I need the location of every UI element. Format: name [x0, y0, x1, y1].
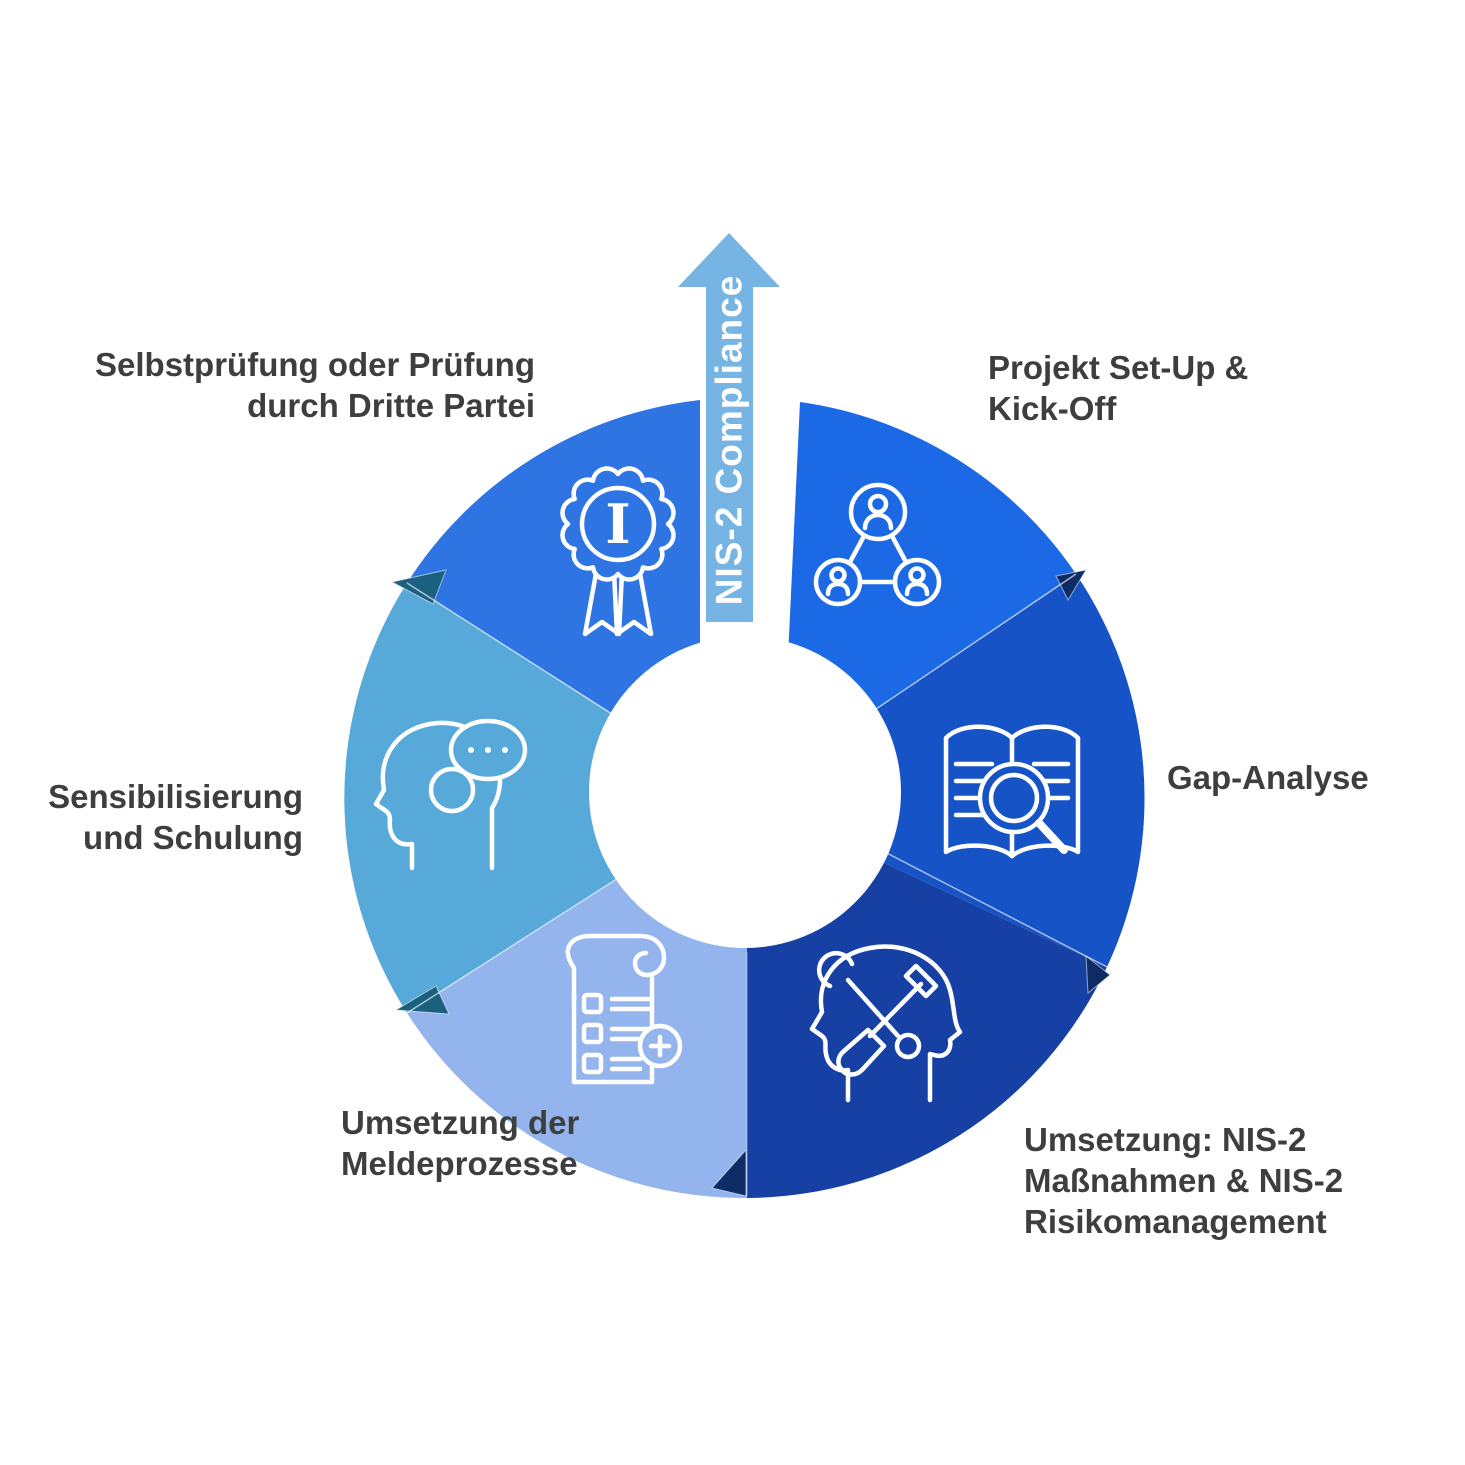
people-network-icon [813, 482, 942, 607]
fold-triangle-sensib-melde [394, 985, 450, 1015]
compliance-arrow: NIS-2 Compliance [678, 233, 780, 622]
scroll-checklist-icon [565, 933, 683, 1085]
donut-center-hole [589, 636, 901, 948]
label-selbstpruefung-line2: durch Dritte Partei [247, 387, 535, 424]
label-umsetzung-massnahmen: Umsetzung: NIS-2 Maßnahmen & NIS-2 Risik… [1024, 1119, 1343, 1242]
head-tools-icon [809, 944, 963, 1103]
label-umsetzung-line1: Umsetzung: NIS-2 [1024, 1121, 1307, 1158]
segment-sensibilisierung [344, 583, 660, 1013]
fold-triangle-melde-umsetzung [711, 1148, 747, 1197]
label-projekt-setup: Projekt Set-Up & Kick-Off [988, 347, 1248, 429]
label-meldeprozesse: Umsetzung der Meldeprozesse [341, 1102, 579, 1184]
label-sensib-line2: und Schulung [83, 819, 303, 856]
award-badge-icon: I [560, 466, 676, 637]
label-umsetzung-line3: Risikomanagement [1024, 1203, 1327, 1240]
fold-triangle-gap-umsetzung [1085, 954, 1111, 995]
label-melde-line1: Umsetzung der [341, 1104, 580, 1141]
segment-meldeprozesse [407, 700, 747, 1199]
label-selbstpruefung: Selbstprüfung oder Prüfung durch Dritte … [95, 344, 535, 426]
segment-gap-analyse [827, 574, 1145, 967]
award-badge-letter: I [605, 492, 630, 556]
segment-projekt-setup [786, 402, 1076, 742]
compliance-arrow-label: NIS-2 Compliance [709, 275, 750, 606]
label-gap-line1: Gap-Analyse [1167, 759, 1369, 796]
label-selbstpruefung-line1: Selbstprüfung oder Prüfung [95, 346, 535, 383]
label-sensibilisierung: Sensibilisierung und Schulung [48, 776, 303, 858]
fold-triangle-selbst-sensib [390, 569, 447, 605]
hairline-gap-umsetzung [847, 832, 1108, 968]
segment-umsetzung-massnahmen [747, 700, 1107, 1198]
head-speech-icon [373, 718, 528, 871]
label-gap-analyse: Gap-Analyse [1167, 757, 1369, 798]
label-sensib-line1: Sensibilisierung [48, 778, 303, 815]
book-magnifier-icon [943, 724, 1081, 859]
hairline-projekt-gap [844, 573, 1077, 731]
label-projekt-line2: Kick-Off [988, 390, 1117, 427]
label-melde-line2: Meldeprozesse [341, 1145, 578, 1182]
label-umsetzung-line2: Maßnahmen & NIS-2 [1024, 1162, 1344, 1199]
compliance-arrow-shape [678, 233, 780, 622]
label-projekt-line1: Projekt Set-Up & [988, 349, 1249, 386]
fold-triangle-projekt-gap [1055, 569, 1088, 602]
